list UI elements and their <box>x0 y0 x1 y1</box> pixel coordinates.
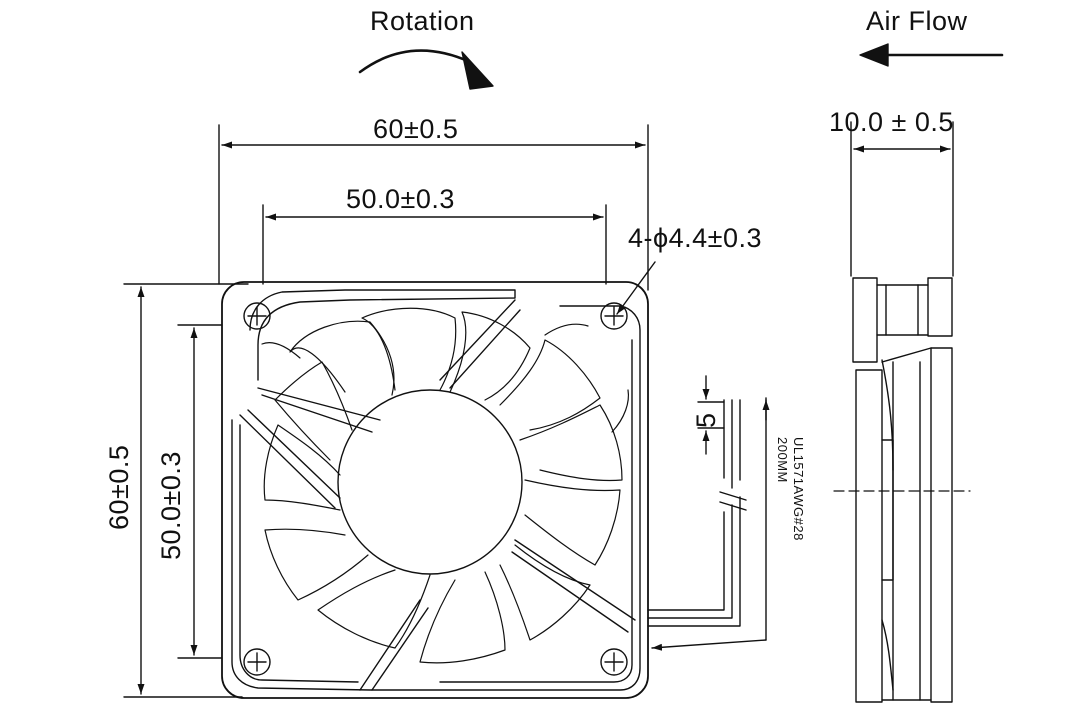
wire-spec-label: UL1571AWG#28 <box>791 437 806 541</box>
mount-hole-bottom-left <box>243 648 271 676</box>
fan-blades <box>261 307 630 664</box>
wire-offset-label: 5 <box>691 412 721 428</box>
hole-spacing-vertical-dimension <box>177 324 223 659</box>
overall-height-dimension <box>123 283 249 698</box>
mount-hole-top-left <box>243 302 271 330</box>
mount-hole-bottom-right <box>600 648 628 676</box>
rotation-label: Rotation <box>370 6 475 36</box>
hole-spacing-horizontal-label: 50.0±0.3 <box>346 184 455 214</box>
wire-length-label: 200MM <box>775 437 790 483</box>
overall-width-label: 60±0.5 <box>373 114 459 144</box>
mount-hole-leader <box>616 261 656 315</box>
mount-holes-label: 4-ϕ4.4±0.3 <box>628 223 763 253</box>
overall-width-dimension <box>218 124 649 291</box>
mount-hole-top-right <box>600 302 628 330</box>
rotation-arrow-icon <box>358 49 494 90</box>
overall-height-label: 60±0.5 <box>104 444 134 530</box>
wire-bundle <box>647 399 747 627</box>
airflow-arrow-icon <box>859 43 1004 67</box>
air-flow-label: Air Flow <box>866 6 968 36</box>
fan-side-view <box>833 121 971 703</box>
frame-struts <box>239 299 636 691</box>
wire-offset-dimension <box>697 375 725 455</box>
fan-hub <box>337 389 523 575</box>
fan-frame <box>221 281 649 699</box>
thickness-label: 10.0 ± 0.5 <box>829 107 954 137</box>
hole-spacing-horizontal-dimension <box>262 204 607 285</box>
wire-length-dimension <box>651 397 770 651</box>
hole-spacing-vertical-label: 50.0±0.3 <box>156 451 186 560</box>
